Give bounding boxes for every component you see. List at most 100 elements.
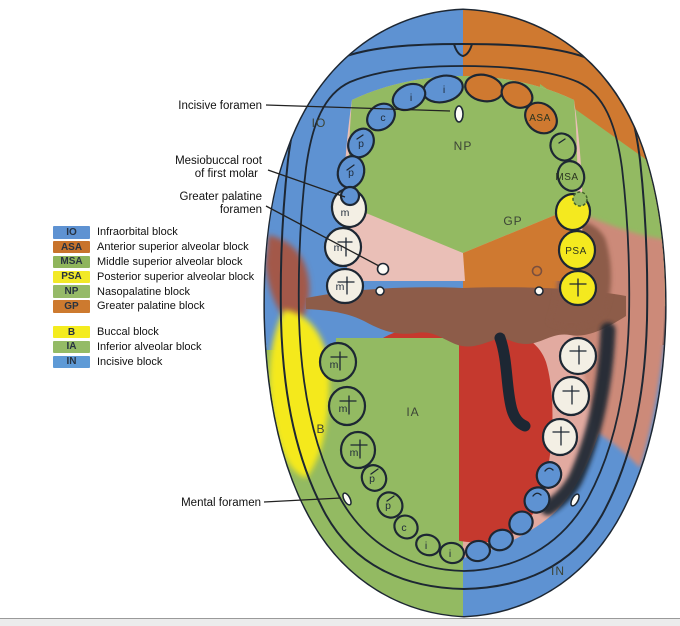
tooth-letter: i [410, 92, 412, 104]
annotation-greater-palatine-2: foramen [220, 204, 262, 216]
legend-label-ia: Inferior alveolar block [97, 340, 202, 353]
tooth-molar-psa [557, 229, 597, 271]
legend-swatch-np: NP [53, 285, 90, 298]
tooth-letter: p [385, 500, 391, 512]
tooth [318, 341, 358, 383]
legend-label-msa: Middle superior alveolar block [97, 255, 243, 268]
legend-label-np: Nasopalatine block [97, 285, 190, 298]
lesser-palatine-foramen-left [375, 286, 385, 296]
tooth [535, 461, 563, 489]
philtrum-notch [453, 43, 473, 58]
tooth [415, 533, 441, 557]
mesiobuccal-root-marker-right [572, 191, 588, 207]
legend-swatch-msa: MSA [53, 255, 90, 269]
region-label-asa: ASA [529, 113, 551, 124]
tooth [366, 102, 396, 132]
annotation-mental-foramen: Mental foramen [181, 497, 261, 509]
tooth-letter: c [380, 112, 385, 124]
mental-foramen-left [342, 492, 352, 506]
tooth [464, 539, 492, 563]
region-b-yellow [269, 310, 330, 478]
legend-swatch-b: B [53, 325, 90, 339]
lower-right-teeth [464, 336, 598, 563]
legend-swatch-asa: ASA [53, 240, 90, 254]
legend-label-psa: Posterior superior alveolar block [97, 270, 255, 283]
leader-mental-foramen [263, 497, 342, 503]
legend-label-asa: Anterior superior alveolar block [97, 241, 249, 254]
tooth [325, 267, 365, 305]
region-label-b: B [316, 422, 325, 436]
tooth [339, 430, 377, 470]
tooth-canine-asa [524, 101, 558, 135]
legend-label-b: Buccal block [97, 326, 159, 339]
vestibule-line [297, 65, 631, 572]
lesser-palatine-foramen-right [534, 286, 544, 296]
legend-row-psa: PSA Posterior superior alveolar block [53, 269, 254, 284]
region-label-gp: GP [503, 214, 522, 228]
tooth [327, 385, 367, 427]
tooth-letter: i [443, 84, 445, 96]
tooth [376, 491, 404, 519]
mental-foramen-right [570, 493, 580, 507]
legend-group-maxillary: IO Infraorbital block ASA Anterior super… [53, 225, 254, 314]
region-gp [463, 206, 579, 281]
legend: IO Infraorbital block ASA Anterior super… [53, 225, 254, 380]
palatoglossal-fold [494, 332, 531, 432]
legend-swatch-psa: PSA [53, 270, 90, 284]
tooth-letter: m [339, 403, 348, 415]
tooth-letter: p [369, 473, 375, 485]
vestibule-lower-right [540, 322, 616, 516]
region-np [348, 76, 578, 253]
legend-row-asa: ASA Anterior superior alveolar block [53, 240, 254, 255]
tooth-letter: c [401, 522, 406, 534]
greater-palatine-foramen-right [531, 265, 543, 277]
legend-row-msa: MSA Middle superior alveolar block [53, 255, 254, 270]
annotation-mesiobuccal-root-1: Mesiobuccal root [175, 155, 263, 167]
leader-greater-palatine [265, 205, 380, 267]
tooth-letter: m [334, 242, 343, 254]
tooth [488, 528, 514, 552]
legend-swatch-in: IN [53, 355, 90, 369]
leader-mesiobuccal-root [267, 169, 346, 198]
legend-swatch-gp: GP [53, 300, 90, 313]
greater-palatine-foramen-left [376, 262, 390, 276]
tooth-letter: m [350, 447, 359, 459]
region-label-msa: MSA [555, 172, 578, 183]
legend-row-io: IO Infraorbital block [53, 225, 254, 240]
legend-label-in: Incisive block [97, 355, 163, 368]
annotation-greater-palatine-1: Greater palatine [180, 191, 262, 203]
legend-row-ia: IA Inferior alveolar block [53, 340, 254, 355]
tooth [500, 81, 534, 109]
annotation-incisive-foramen: Incisive foramen [178, 100, 262, 112]
legend-swatch-io: IO [53, 226, 90, 239]
tooth [549, 132, 577, 162]
tooth [551, 375, 591, 417]
tooth [558, 336, 598, 376]
tooth [523, 486, 551, 514]
legend-row-np: NP Nasopalatine block [53, 284, 254, 299]
soft-palate [306, 287, 626, 347]
tooth [508, 510, 534, 536]
tooth-letter: p [348, 167, 354, 179]
bottom-edge-bar [0, 618, 680, 626]
legend-group-mandibular: B Buccal block IA Inferior alveolar bloc… [53, 325, 254, 369]
annotation-mesiobuccal-root-2: of first molar [195, 168, 258, 180]
legend-row-in: IN Incisive block [53, 354, 254, 369]
region-label-in: IN [551, 564, 565, 578]
tooth [438, 541, 466, 565]
tooth-letter: m [341, 207, 350, 219]
region-label-ia: IA [406, 405, 419, 419]
tooth-letter: m [330, 359, 339, 371]
leader-incisive-foramen [265, 104, 451, 112]
legend-row-gp: GP Greater palatine block [53, 299, 254, 314]
tooth-premolar-msa [556, 160, 586, 192]
region-label-np: NP [454, 139, 473, 153]
tooth-letter: i [449, 548, 451, 560]
legend-row-b: B Buccal block [53, 325, 254, 340]
tooth [541, 417, 579, 457]
upper-right-teeth: ASA MSA PSA [464, 73, 598, 307]
incisive-foramen-marker [454, 105, 464, 123]
tooth [391, 82, 427, 112]
